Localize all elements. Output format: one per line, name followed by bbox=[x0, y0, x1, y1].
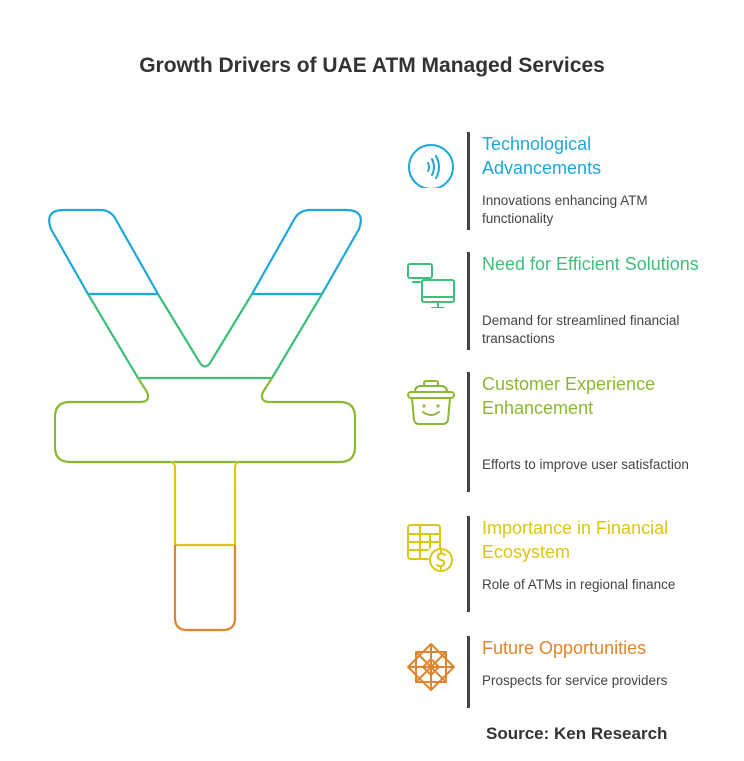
driver-title: Importance in Financial Ecosystem bbox=[482, 518, 669, 562]
divider-bar bbox=[467, 636, 470, 708]
page-title: Growth Drivers of UAE ATM Managed Servic… bbox=[139, 54, 605, 77]
driver-description: Demand for streamlined financial transac… bbox=[482, 313, 680, 346]
driver-description: Prospects for service providers bbox=[482, 673, 668, 688]
monitors-icon bbox=[407, 263, 455, 308]
yen-segment-future bbox=[173, 545, 237, 632]
contactless-icon bbox=[408, 144, 454, 188]
yen-segment-importance bbox=[171, 461, 239, 547]
driver-efficient: Need for Efficient Solutions Demand for … bbox=[400, 252, 730, 352]
driver-importance: Importance in Financial Ecosystem Role o… bbox=[400, 516, 730, 614]
divider-bar bbox=[467, 132, 470, 230]
spreadsheet-dollar-icon bbox=[407, 524, 453, 572]
driver-future: Future Opportunities Prospects for servi… bbox=[400, 636, 730, 710]
divider-bar bbox=[467, 252, 470, 350]
driver-title: Future Opportunities bbox=[482, 638, 647, 658]
driver-technological: Technological Advancements Innovations e… bbox=[400, 132, 730, 232]
source-credit: Source: Ken Research bbox=[486, 724, 668, 743]
driver-description: Innovations enhancing ATM functionality bbox=[482, 193, 648, 226]
driver-title: Technological Advancements bbox=[482, 134, 602, 178]
divider-bar bbox=[467, 372, 470, 492]
driver-description: Efforts to improve user satisfaction bbox=[482, 457, 689, 472]
yen-segment-technological bbox=[48, 208, 362, 296]
driver-description: Role of ATMs in regional finance bbox=[482, 577, 676, 592]
yen-segment-customer bbox=[53, 377, 357, 464]
yen-segment-efficient bbox=[87, 293, 323, 380]
driver-customer: Customer Experience Enhancement Efforts … bbox=[400, 372, 730, 494]
star-pattern-icon bbox=[407, 643, 455, 691]
driver-title: Need for Efficient Solutions bbox=[482, 254, 699, 274]
divider-bar bbox=[467, 516, 470, 612]
smiling-basket-icon bbox=[407, 380, 455, 425]
driver-title: Customer Experience Enhancement bbox=[482, 374, 656, 418]
